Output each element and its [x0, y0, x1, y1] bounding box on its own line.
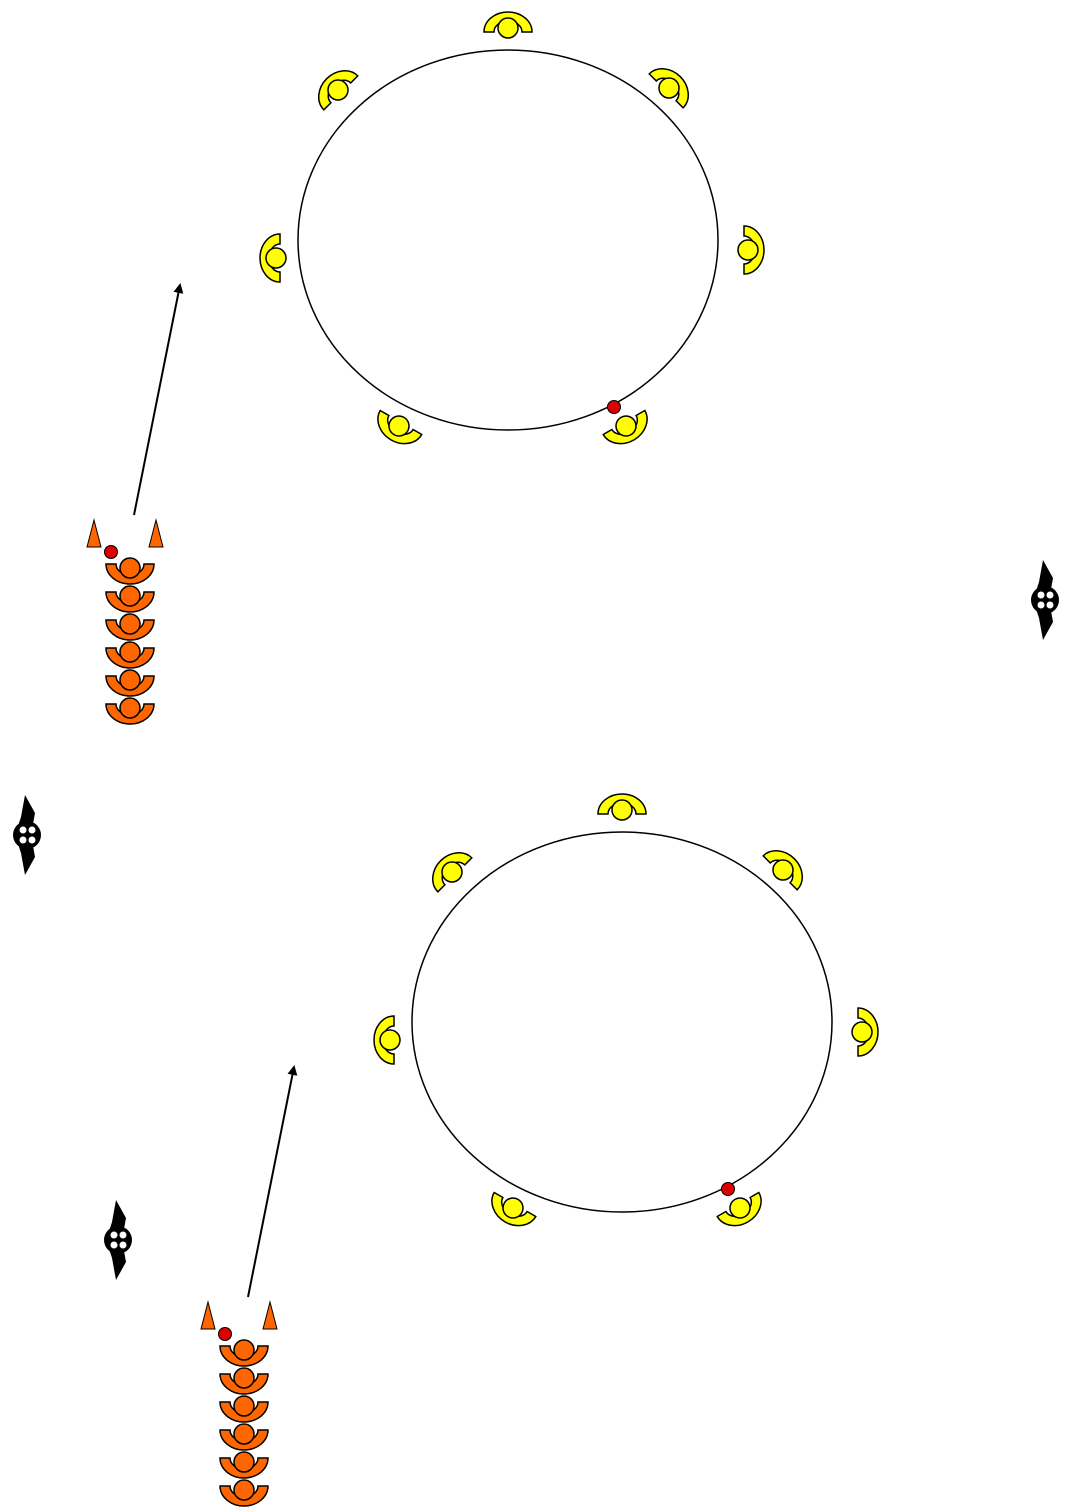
coach-eye — [119, 1241, 127, 1249]
queue-player — [105, 585, 155, 613]
coach-eye — [1037, 591, 1045, 599]
queue-player — [219, 1451, 269, 1479]
player-head — [119, 697, 141, 719]
player-head — [119, 669, 141, 691]
player-head — [502, 1197, 524, 1219]
player-head — [265, 247, 287, 269]
ball-icon — [218, 1327, 232, 1341]
player-head — [233, 1367, 255, 1389]
coach-eye — [110, 1231, 118, 1239]
circle-boundary — [297, 49, 719, 431]
circle-player — [851, 1007, 879, 1057]
player-head — [611, 799, 633, 821]
player-head — [119, 641, 141, 663]
queue-player — [105, 641, 155, 669]
queue-player — [105, 557, 155, 585]
pass-arrow — [247, 1065, 298, 1298]
coach-eye — [1046, 591, 1054, 599]
cone-icon — [86, 518, 102, 548]
player-head — [233, 1451, 255, 1473]
coach-icon — [13, 795, 41, 875]
cone-icon — [262, 1300, 278, 1330]
coach-head — [1031, 586, 1059, 614]
queue-player — [219, 1479, 269, 1507]
player-head — [233, 1339, 255, 1361]
circle-boundary — [411, 831, 833, 1213]
circle-player — [259, 233, 287, 283]
player-head — [658, 77, 680, 99]
coach-eye — [28, 826, 36, 834]
player-head — [729, 1197, 751, 1219]
queue-player — [219, 1339, 269, 1367]
circle-player — [483, 11, 533, 39]
player-head — [851, 1021, 873, 1043]
cone-icon — [200, 1300, 216, 1330]
player-head — [119, 613, 141, 635]
player-head — [388, 415, 410, 437]
cone-icon — [148, 518, 164, 548]
circle-player — [762, 850, 803, 891]
queue-player — [105, 697, 155, 725]
player-head — [615, 415, 637, 437]
circle-player — [737, 225, 765, 275]
player-head — [327, 79, 349, 101]
player-head — [119, 585, 141, 607]
player-head — [379, 1029, 401, 1051]
coach-head — [104, 1226, 132, 1254]
coach-eye — [19, 836, 27, 844]
circle-player — [377, 409, 423, 445]
ball-icon — [104, 545, 118, 559]
coach-eye — [119, 1231, 127, 1239]
coach-eye — [1046, 601, 1054, 609]
circle-player — [432, 852, 473, 893]
coach-icon — [104, 1200, 132, 1280]
pass-arrow — [133, 283, 184, 516]
circle-player — [491, 1191, 537, 1227]
circle-player — [716, 1191, 762, 1227]
player-head — [233, 1423, 255, 1445]
player-head — [772, 859, 794, 881]
queue-player — [219, 1423, 269, 1451]
player-head — [119, 557, 141, 579]
player-head — [497, 17, 519, 39]
circle-player — [597, 793, 647, 821]
queue-player — [219, 1395, 269, 1423]
player-head — [233, 1395, 255, 1417]
coach-eye — [110, 1241, 118, 1249]
queue-player — [105, 613, 155, 641]
coach-icon — [1031, 560, 1059, 640]
circle-player — [602, 409, 648, 445]
circle-player — [648, 68, 689, 109]
coach-eye — [28, 836, 36, 844]
queue-player — [219, 1367, 269, 1395]
circle-player — [373, 1015, 401, 1065]
player-head — [233, 1479, 255, 1501]
circle-player — [318, 70, 359, 111]
queue-player — [105, 669, 155, 697]
player-head — [737, 239, 759, 261]
coach-eye — [1037, 601, 1045, 609]
ball-icon — [721, 1182, 735, 1196]
player-head — [441, 861, 463, 883]
ball-icon — [607, 400, 621, 414]
diagram-layer — [13, 11, 1059, 1507]
coach-head — [13, 821, 41, 849]
coach-eye — [19, 826, 27, 834]
